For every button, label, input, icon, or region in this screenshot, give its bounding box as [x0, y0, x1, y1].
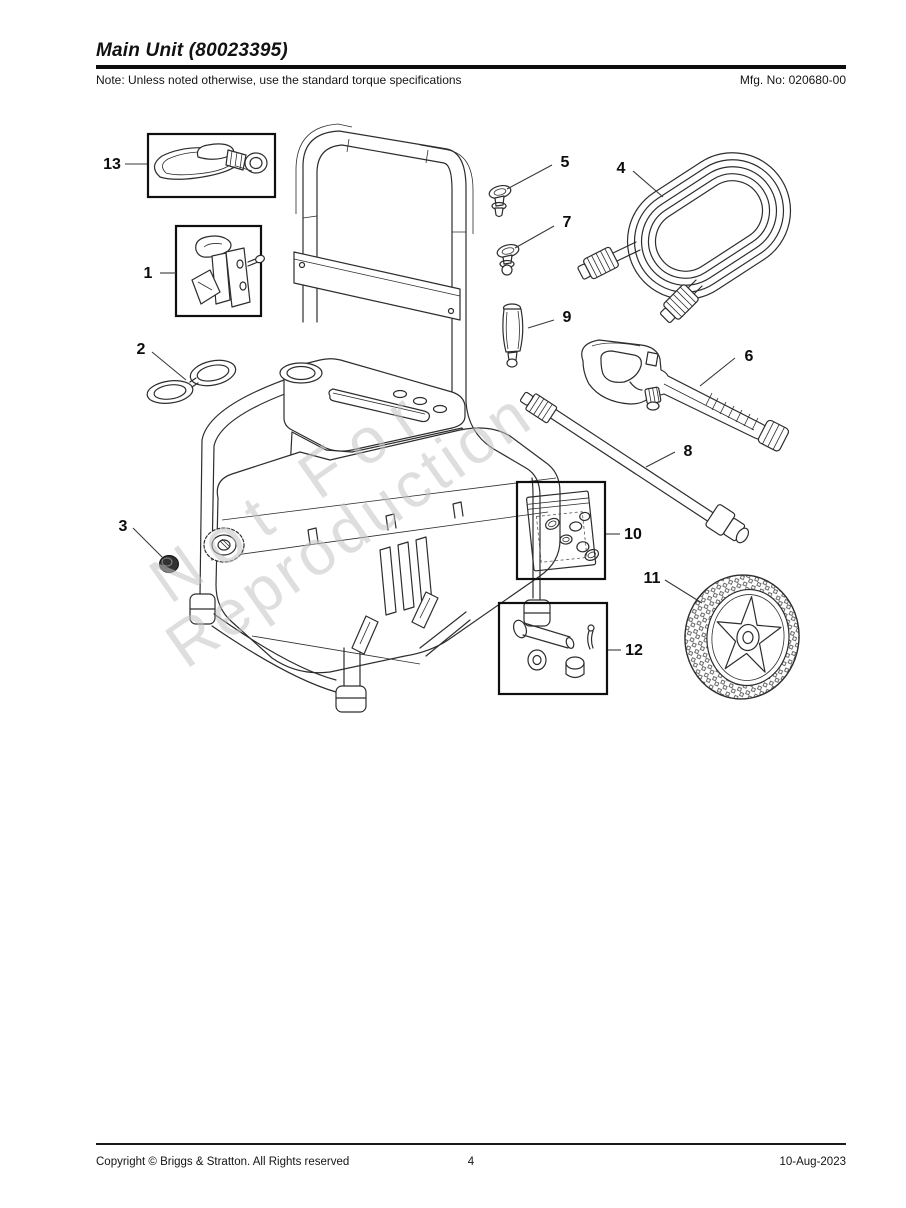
header-rule — [96, 65, 846, 69]
callout-leader-8 — [645, 451, 676, 468]
callout-8: 8 — [684, 443, 693, 460]
center-foot — [335, 685, 367, 713]
part-7-nozzle — [496, 243, 520, 276]
revision-date: 10-Aug-2023 — [779, 1156, 847, 1168]
washer — [527, 649, 547, 671]
hose-fitting-2 — [660, 284, 699, 323]
hose-fitting-1 — [577, 246, 619, 280]
callout-leader-9 — [527, 319, 555, 329]
spacer — [565, 656, 585, 679]
page-footer: Copyright © Briggs & Stratton. All Right… — [96, 1143, 846, 1168]
cotter-pin — [587, 624, 595, 632]
callout-leader-3 — [132, 527, 166, 561]
callout-4: 4 — [617, 160, 626, 177]
callout-leader-7 — [514, 225, 555, 249]
part-8-wand — [519, 391, 750, 544]
callout-11: 11 — [644, 570, 661, 587]
torque-note: Note: Unless noted otherwise, use the st… — [96, 73, 462, 87]
bracket-screw — [255, 254, 265, 264]
page-title: Main Unit (80023395) — [96, 40, 288, 61]
footer-rule — [96, 1143, 846, 1145]
callout-2: 2 — [137, 341, 146, 358]
callout-9: 9 — [563, 309, 572, 326]
part-6-spray-gun — [581, 339, 790, 452]
callout-13: 13 — [103, 156, 121, 173]
wand-fitting — [519, 391, 558, 424]
copyright-text: Copyright © Briggs & Stratton. All Right… — [96, 1156, 350, 1168]
callout-leader-2 — [151, 351, 187, 381]
pressure-washer-main-unit — [189, 123, 561, 713]
gun-end-coupler — [757, 419, 790, 452]
callout-3: 3 — [119, 518, 128, 535]
callout-7: 7 — [563, 214, 572, 231]
mfg-number: Mfg. No: 020680-00 — [739, 73, 846, 87]
part-5-nozzle — [488, 184, 512, 218]
callout-1: 1 — [144, 265, 153, 282]
wand-coupler — [705, 504, 750, 544]
callout-leader-4 — [632, 170, 664, 198]
part-13-strap — [146, 132, 277, 199]
callout-12: 12 — [625, 642, 643, 659]
part-9-nozzle-tip — [502, 303, 524, 368]
callout-leader-5 — [506, 164, 553, 190]
motor-housing — [215, 427, 561, 674]
page-number: 4 — [467, 1156, 475, 1168]
part-11-wheel — [684, 574, 800, 700]
part-4-hose — [577, 152, 792, 323]
page-header: Main Unit (80023395) Note: Unless noted … — [96, 40, 846, 87]
part-10-oring-kit — [515, 480, 607, 581]
callout-6: 6 — [745, 348, 754, 365]
part-1-gun-holder — [174, 224, 265, 318]
handle-panel — [293, 251, 461, 321]
callout-10: 10 — [624, 526, 642, 543]
tank-fill-port — [279, 362, 323, 384]
callout-leader-11 — [664, 579, 703, 604]
callout-leader-6 — [699, 357, 736, 387]
part-2-cap-rings — [146, 359, 237, 404]
part-12-axle-kit — [497, 601, 609, 696]
callout-5: 5 — [561, 154, 570, 171]
